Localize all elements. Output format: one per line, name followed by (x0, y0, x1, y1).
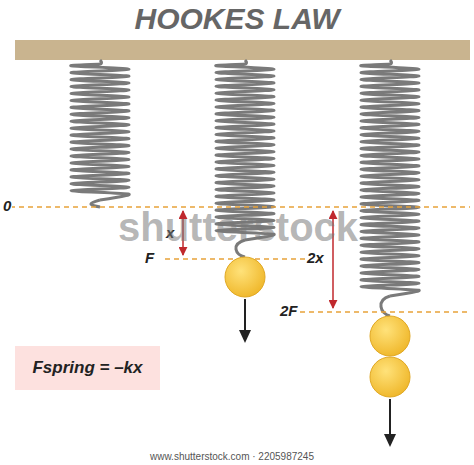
mass (370, 357, 410, 397)
force-arrow (389, 399, 391, 436)
force-arrow-head (384, 434, 396, 447)
force-label: F (144, 250, 155, 267)
watermark: www.shutterstock.com · 2205987245 (150, 451, 314, 462)
force-label: 2F (279, 303, 299, 320)
level-line (300, 311, 470, 313)
watermark: shutterstock (118, 205, 358, 249)
force-arrow (244, 299, 246, 332)
formula-text: Fspring = –kx (32, 358, 142, 378)
mass (225, 257, 265, 297)
spring-coil (71, 60, 130, 200)
spring-coil (361, 60, 420, 296)
title: HOOKES LAW (0, 2, 474, 35)
force-arrow-head (239, 330, 251, 343)
formula-box: Fspring = –kx (15, 346, 160, 390)
ceiling-bar (15, 40, 470, 60)
extension-label: 2x (306, 250, 325, 267)
zero-label: 0 (2, 198, 12, 215)
spring-hook (381, 296, 390, 316)
mass (370, 316, 410, 356)
spring-hook (91, 200, 100, 207)
